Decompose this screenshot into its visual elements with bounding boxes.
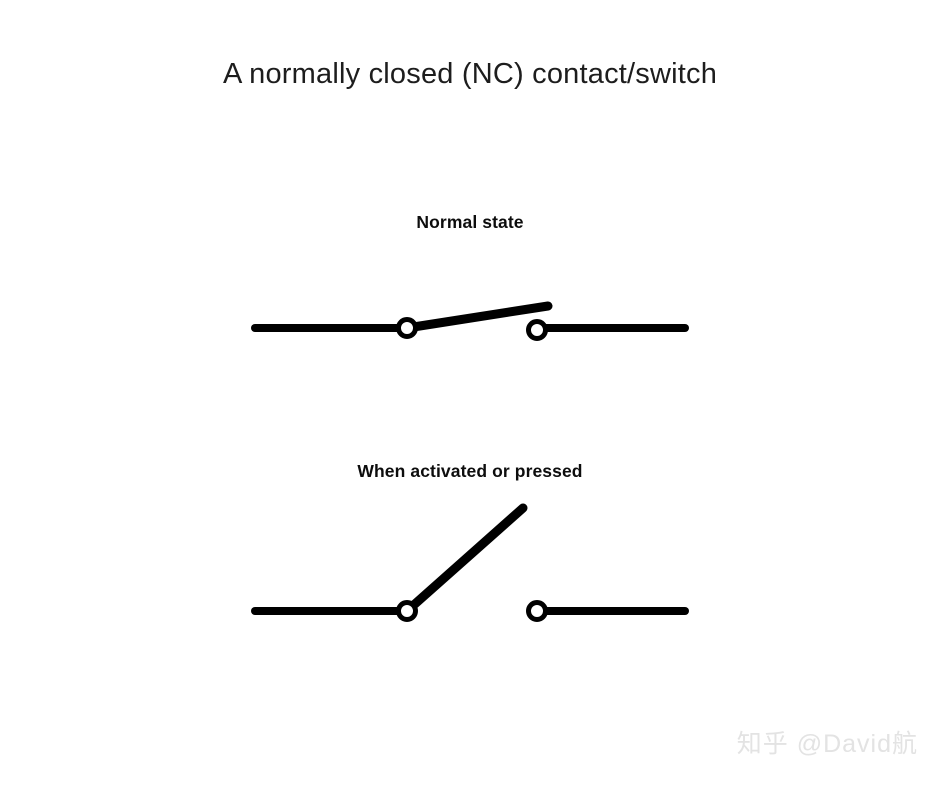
normal-contact-node — [526, 319, 548, 341]
normal-state-label: Normal state — [416, 212, 524, 232]
page-title: A normally closed (NC) contact/switch — [222, 58, 718, 90]
pressed-lever — [402, 503, 528, 616]
watermark: 知乎 @David航 — [736, 730, 918, 758]
normally-closed-switch-pressed — [251, 503, 689, 622]
activated-state-label: When activated or pressed — [357, 461, 583, 481]
normal-lever — [402, 301, 553, 333]
pressed-contact-node — [526, 600, 548, 622]
normal-pivot-node — [396, 317, 418, 339]
pressed-pivot-node — [396, 600, 418, 622]
normally-closed-switch-normal — [251, 301, 689, 341]
